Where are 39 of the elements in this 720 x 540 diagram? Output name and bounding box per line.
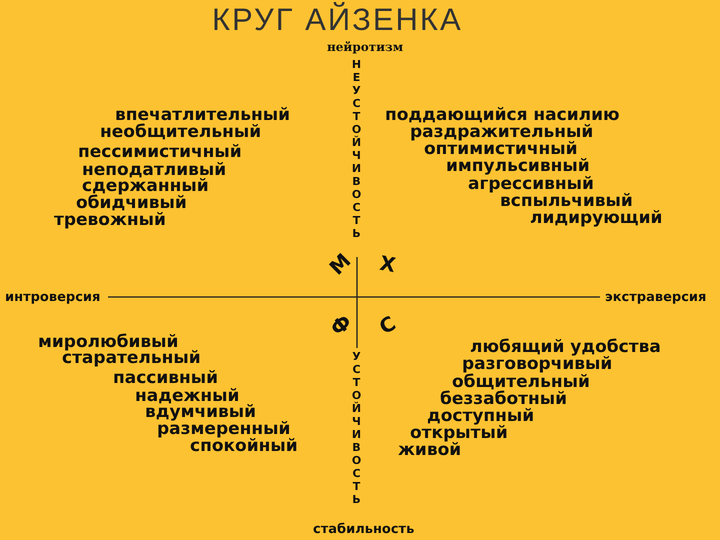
trait-label: любящий удобства [470,338,661,356]
trait-label: старательный [62,349,201,367]
quadrant-letter: Ф [328,312,354,338]
trait-label: необщительный [100,123,262,141]
trait-label: беззаботный [440,390,568,408]
trait-label: оптимистичный [424,140,578,158]
quadrant-letter: С [376,314,398,336]
trait-label: живой [398,441,462,459]
axis-label: УСТОЙЧИВОСТЬ [350,350,362,506]
trait-label: доступный [427,407,534,425]
trait-label: импульсивный [446,157,590,175]
trait-label: надежный [135,387,240,405]
trait-label: миролюбивый [38,333,178,351]
axis-label: интроверсия [5,289,100,307]
quadrant-letter: Х [378,254,397,274]
trait-label: вдумчивый [145,403,256,421]
trait-label: обидчивый [76,194,187,212]
trait-label: общительный [452,373,590,391]
trait-label: открытый [410,424,508,442]
title: КРУГ АЙЗЕНКА [212,2,463,38]
trait-label: размеренный [157,420,290,438]
trait-label: разговорчивый [462,355,612,373]
trait-label: спокойный [190,437,298,455]
trait-label: вспыльчивый [500,192,633,210]
trait-label: пассивный [113,369,218,387]
quadrant-letter: М [326,250,354,278]
trait-label: агрессивный [468,175,594,193]
axis-label: НЕУСТОЙЧИВОСТЬ [350,58,362,240]
trait-label: пессимистичный [78,143,242,161]
trait-label: лидирующий [530,209,662,227]
axis-label: экстраверсия [605,289,706,307]
trait-label: впечатлительный [115,106,290,124]
trait-label: раздражительный [410,123,594,141]
axis-label: нейротизм [327,39,404,56]
trait-label: неподатливый [82,161,226,179]
axis-label: стабильность [313,521,414,539]
trait-label: поддающийся насилию [385,106,620,124]
trait-label: тревожный [54,211,166,229]
trait-label: сдержанный [82,177,209,195]
